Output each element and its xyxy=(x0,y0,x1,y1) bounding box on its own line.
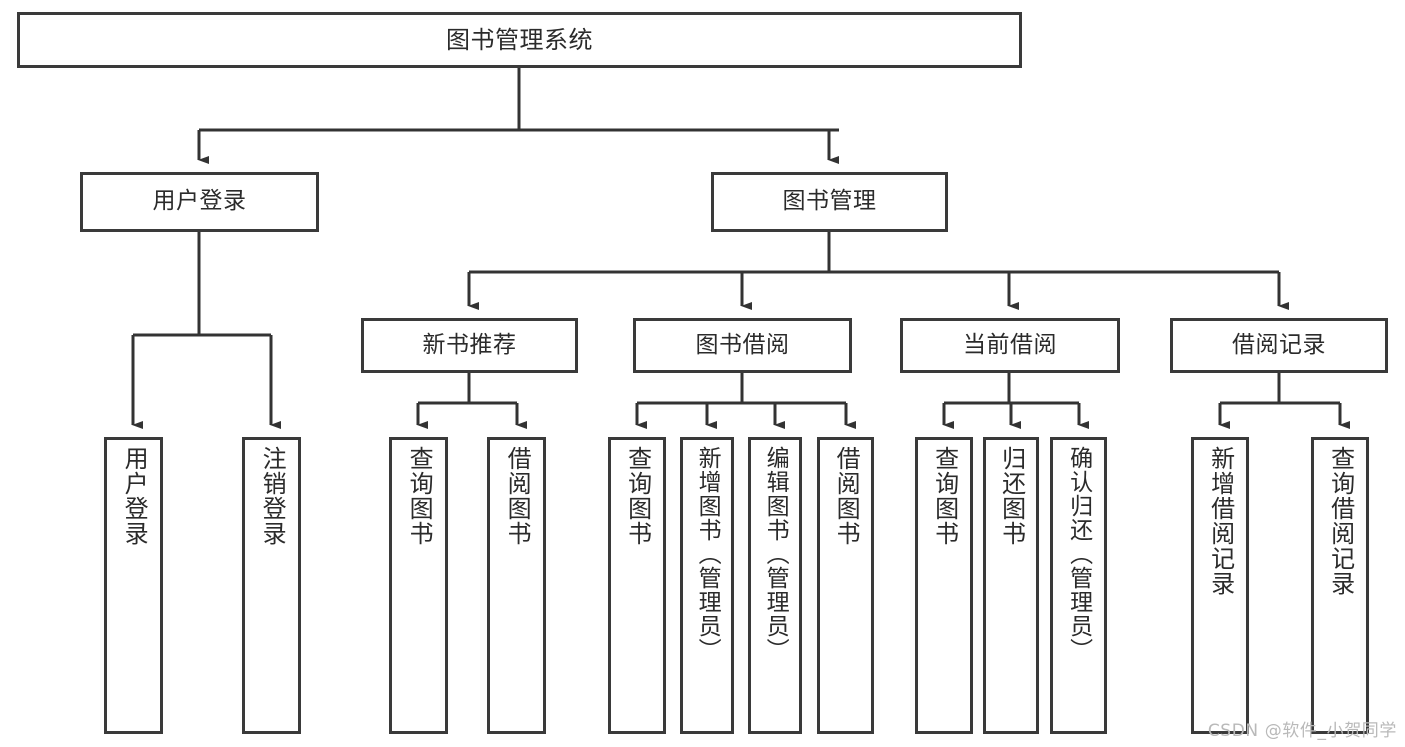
node-label: 借阅图书 xyxy=(832,446,861,546)
leaf-record-add-record[interactable]: 新增借阅记录 xyxy=(1191,437,1249,734)
node-label: 用户登录 xyxy=(120,446,149,546)
node-new-book-recommend[interactable]: 新书推荐 xyxy=(361,318,578,373)
node-label: 当前借阅 xyxy=(963,331,1057,358)
node-label: 确认归还（管理员） xyxy=(1065,446,1092,662)
node-label: 借阅图书 xyxy=(503,446,532,546)
node-label: 归还图书 xyxy=(997,446,1026,546)
leaf-current-return-book[interactable]: 归还图书 xyxy=(983,437,1039,734)
node-label: 借阅记录 xyxy=(1232,331,1326,358)
leaf-current-query-book[interactable]: 查询图书 xyxy=(915,437,973,734)
node-label: 查询图书 xyxy=(405,446,434,546)
node-label: 查询图书 xyxy=(623,446,652,546)
node-label: 新增借阅记录 xyxy=(1206,446,1235,596)
node-book-borrow[interactable]: 图书借阅 xyxy=(633,318,852,373)
node-label: 编辑图书（管理员） xyxy=(762,446,789,662)
watermark-text: CSDN @软件_小贺同学 xyxy=(1207,721,1397,741)
node-current-borrow[interactable]: 当前借阅 xyxy=(900,318,1120,373)
leaf-borrow-edit-book[interactable]: 编辑图书（管理员） xyxy=(748,437,802,734)
node-user-login[interactable]: 用户登录 xyxy=(80,172,319,232)
node-label: 用户登录 xyxy=(152,188,247,215)
leaf-user-login-login[interactable]: 用户登录 xyxy=(104,437,163,734)
node-label: 新增图书（管理员） xyxy=(694,446,721,662)
leaf-current-confirm-return[interactable]: 确认归还（管理员） xyxy=(1050,437,1107,734)
node-root-system[interactable]: 图书管理系统 xyxy=(17,12,1022,68)
leaf-new-book-borrow[interactable]: 借阅图书 xyxy=(487,437,546,734)
node-book-management[interactable]: 图书管理 xyxy=(711,172,948,232)
node-label: 图书管理系统 xyxy=(446,25,593,54)
node-label: 查询借阅记录 xyxy=(1326,446,1355,596)
leaf-new-book-query[interactable]: 查询图书 xyxy=(389,437,448,734)
leaf-borrow-add-book[interactable]: 新增图书（管理员） xyxy=(680,437,734,734)
leaf-borrow-query-book[interactable]: 查询图书 xyxy=(608,437,666,734)
leaf-record-query-record[interactable]: 查询借阅记录 xyxy=(1311,437,1369,734)
node-label: 图书管理 xyxy=(782,188,877,215)
leaf-borrow-borrow-book[interactable]: 借阅图书 xyxy=(817,437,874,734)
node-borrow-record[interactable]: 借阅记录 xyxy=(1170,318,1388,373)
node-label: 新书推荐 xyxy=(422,331,517,358)
node-label: 注销登录 xyxy=(258,446,287,546)
node-label: 图书借阅 xyxy=(695,331,790,358)
leaf-user-login-logout[interactable]: 注销登录 xyxy=(242,437,301,734)
node-label: 查询图书 xyxy=(930,446,959,546)
